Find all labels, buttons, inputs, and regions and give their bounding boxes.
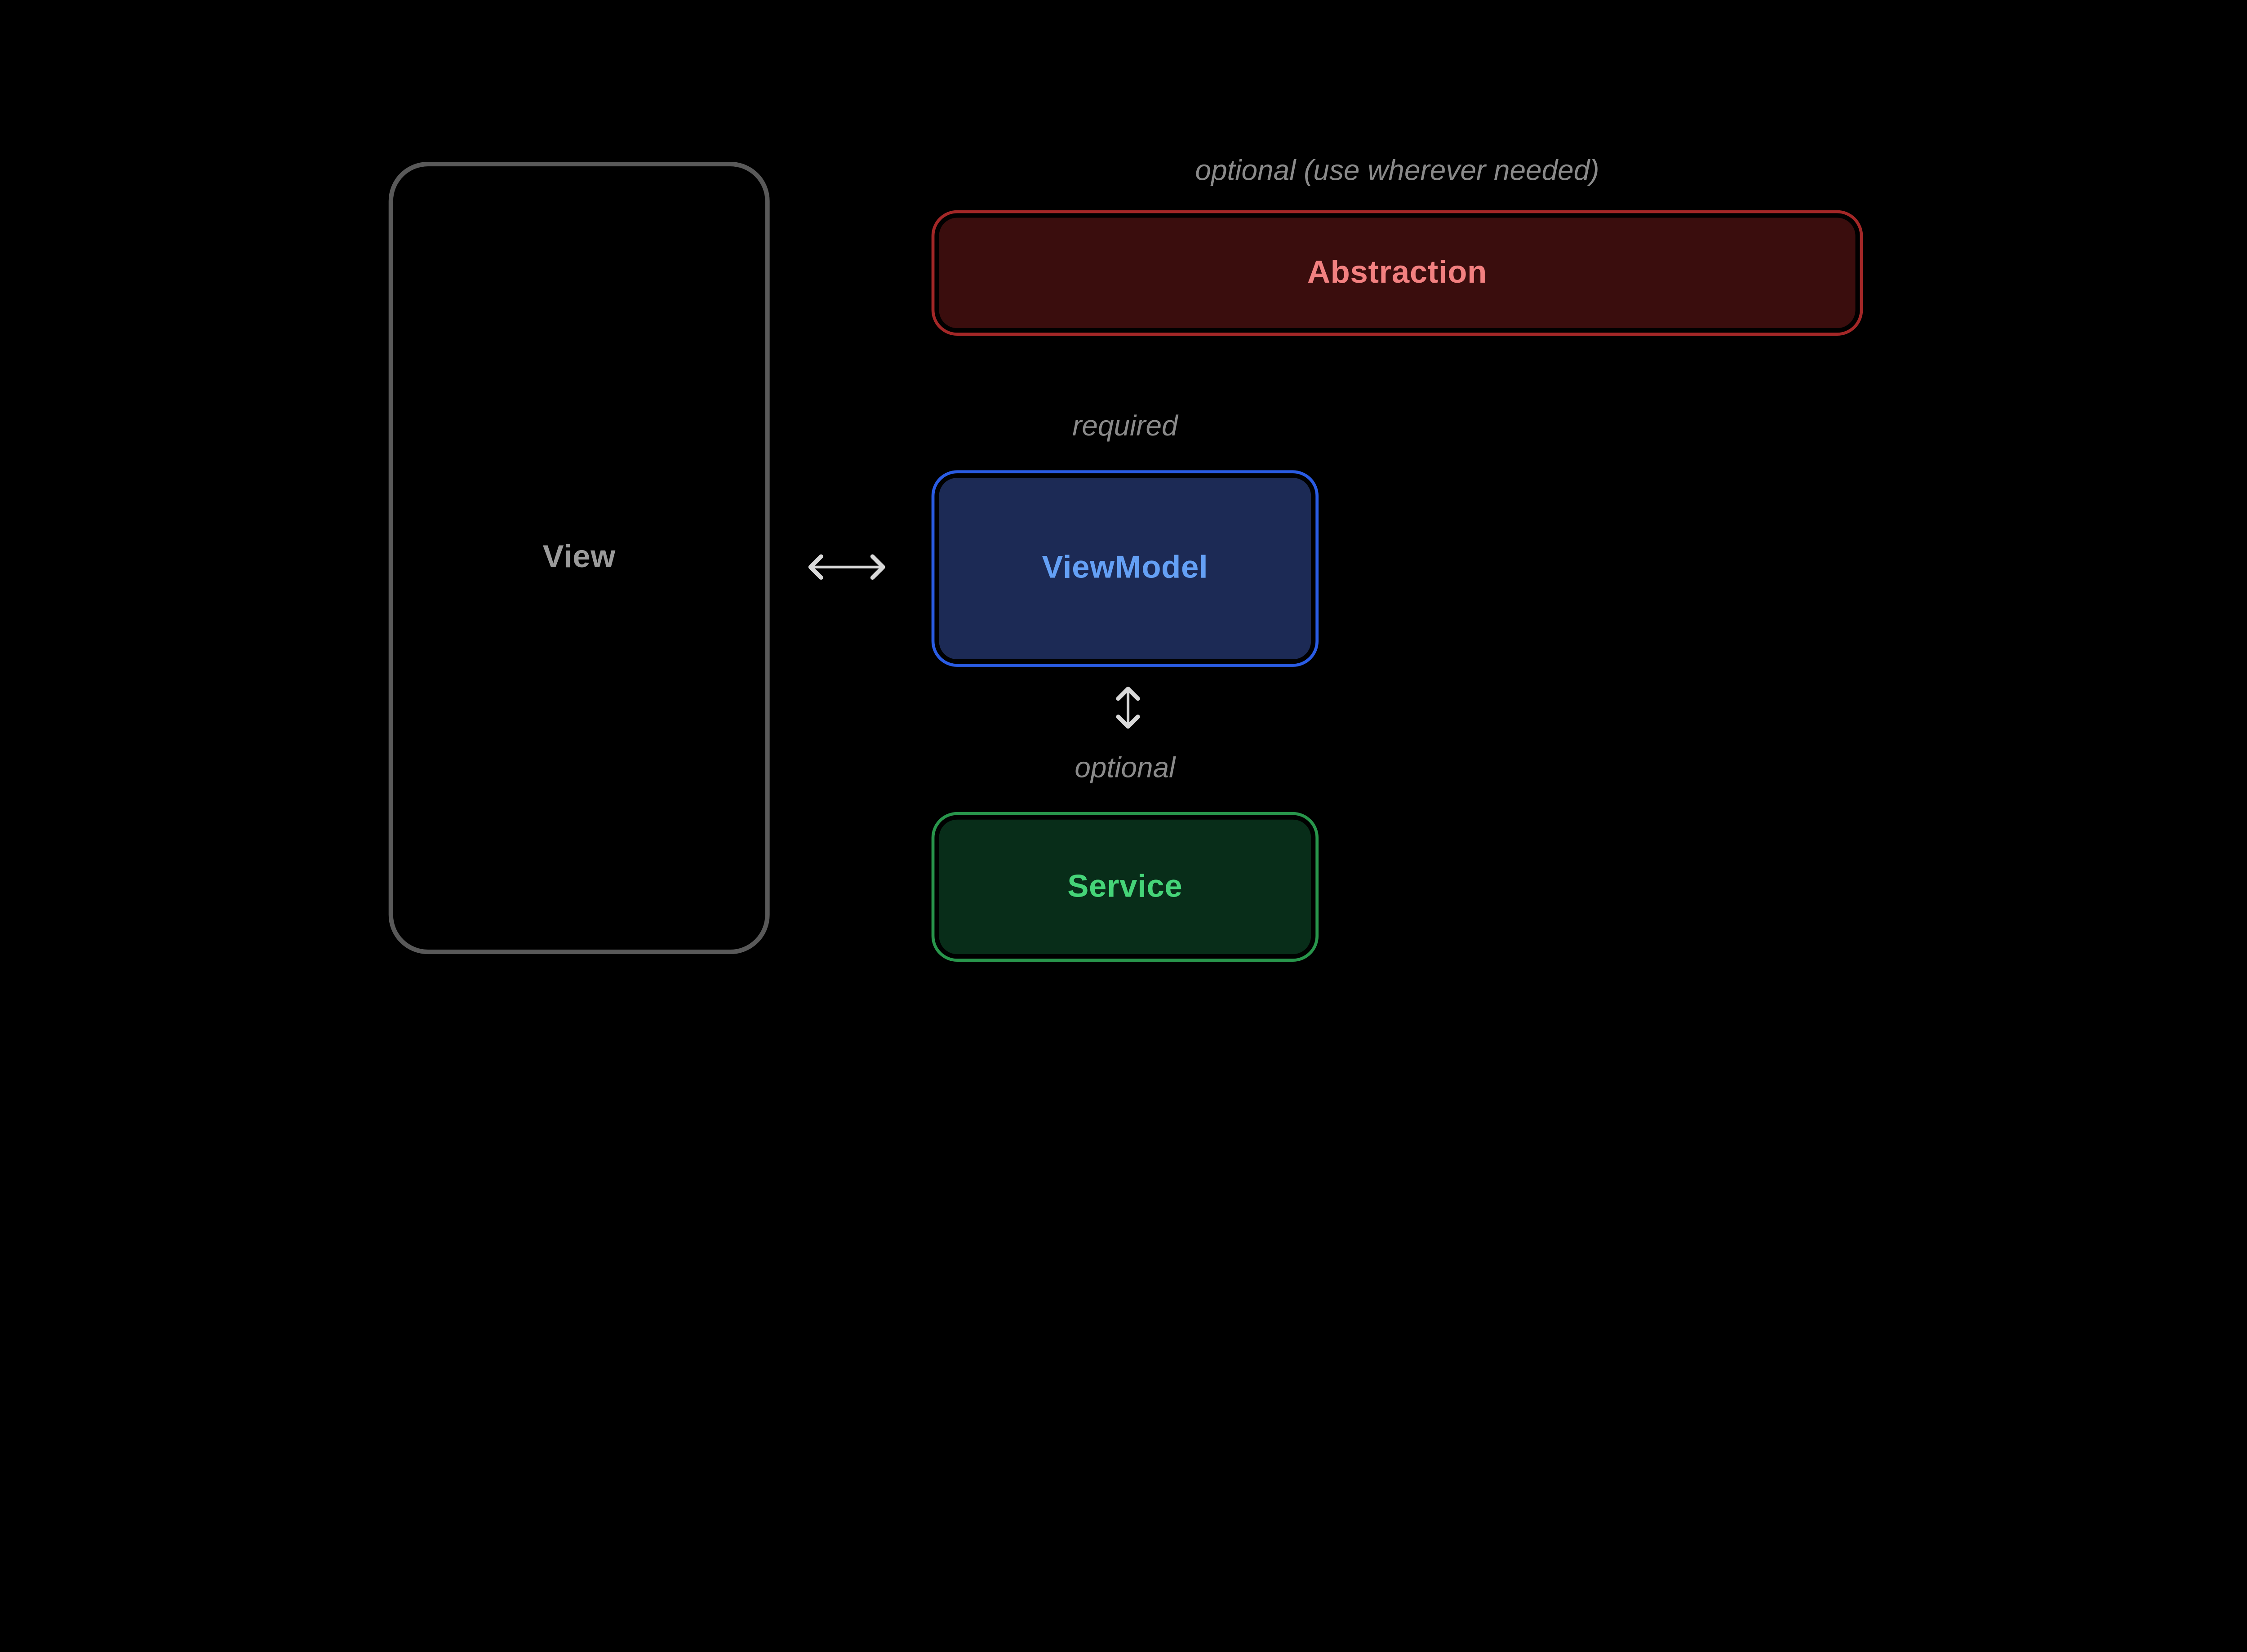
abstraction-annotation: optional (use wherever needed) (1195, 155, 1599, 188)
viewmodel-node: ViewModel (931, 470, 1319, 667)
abstraction-node-fill: Abstraction (939, 218, 1856, 329)
service-node: Service (931, 812, 1319, 962)
view-viewmodel-bidirectional-arrow-icon (803, 552, 891, 582)
abstraction-node: Abstraction (931, 210, 1863, 336)
viewmodel-node-fill: ViewModel (939, 478, 1311, 660)
view-node-label: View (542, 540, 616, 575)
view-node: View (388, 162, 770, 955)
service-node-label: Service (1067, 869, 1183, 904)
abstraction-node-label: Abstraction (1307, 254, 1488, 290)
diagram-canvas: View optional (use wherever needed) Abst… (388, 155, 1863, 962)
viewmodel-annotation: required (1072, 411, 1178, 443)
service-annotation: optional (1075, 753, 1176, 785)
viewmodel-node-label: ViewModel (1042, 550, 1208, 586)
viewmodel-service-bidirectional-arrow-icon (1113, 682, 1143, 733)
service-node-fill: Service (939, 819, 1311, 955)
